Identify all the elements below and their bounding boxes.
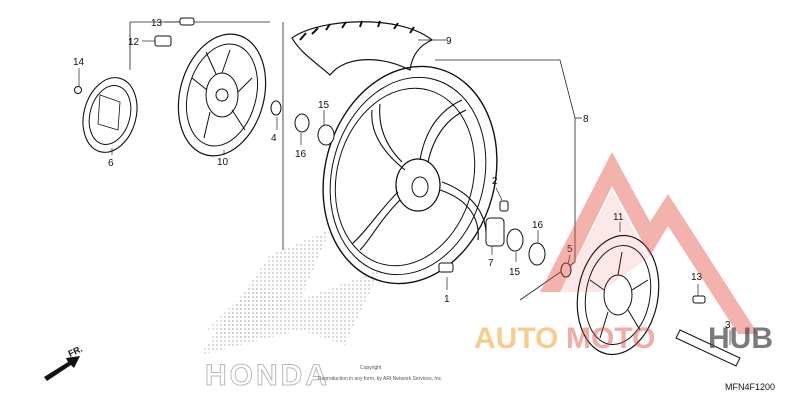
small-parts (74, 17, 741, 367)
callout-label: 16 (532, 220, 544, 231)
callout-label: 12 (128, 37, 140, 48)
callout-label: 15 (318, 100, 330, 111)
callout-label: 1 (444, 294, 450, 305)
callout-label: 14 (73, 57, 85, 68)
watermark-auto: AUTO (474, 322, 558, 355)
leader-lines (78, 21, 731, 345)
watermark-hub: HUB (708, 322, 773, 355)
callout-label: 16 (295, 149, 307, 160)
copyright-line1: Copyright (360, 365, 382, 371)
callout-label: 9 (446, 36, 452, 47)
pulse-ring-part (82, 77, 138, 153)
callout-label: 5 (567, 244, 573, 255)
callout-label: 13 (151, 18, 163, 29)
callout-label: 8 (583, 114, 589, 125)
callout-label: 15 (509, 267, 521, 278)
diagram-code: MFN4F1200 (725, 382, 775, 392)
honda-wing-watermark: HONDA (200, 230, 380, 393)
callout-labels: 1 2 3 4 5 6 7 8 9 10 11 12 13 13 14 15 1… (73, 18, 731, 331)
rear-brake-disc-part (576, 234, 660, 356)
callout-label: 13 (691, 272, 703, 283)
watermark-moto: MOTO (566, 322, 655, 355)
copyright-line2: Reproduction in any form, by ARI Network… (318, 376, 443, 382)
callout-label: 3 (725, 320, 731, 331)
direction-label: FR. (67, 344, 84, 359)
callout-label: 10 (217, 157, 229, 168)
callout-label: 11 (613, 212, 624, 223)
front-brake-disc-part (177, 33, 267, 157)
front-direction-arrow: FR. (44, 344, 84, 381)
assembly-bracket (129, 21, 582, 301)
callout-label: 6 (108, 158, 114, 169)
honda-watermark-text: HONDA (205, 359, 330, 392)
callout-label: 7 (488, 258, 494, 269)
automotohub-watermark: AUTO MOTO HUB (474, 152, 773, 355)
callout-label: 2 (492, 176, 498, 187)
callout-label: 4 (271, 133, 277, 144)
tire-part (291, 20, 434, 76)
rear-wheel-part (322, 65, 498, 285)
